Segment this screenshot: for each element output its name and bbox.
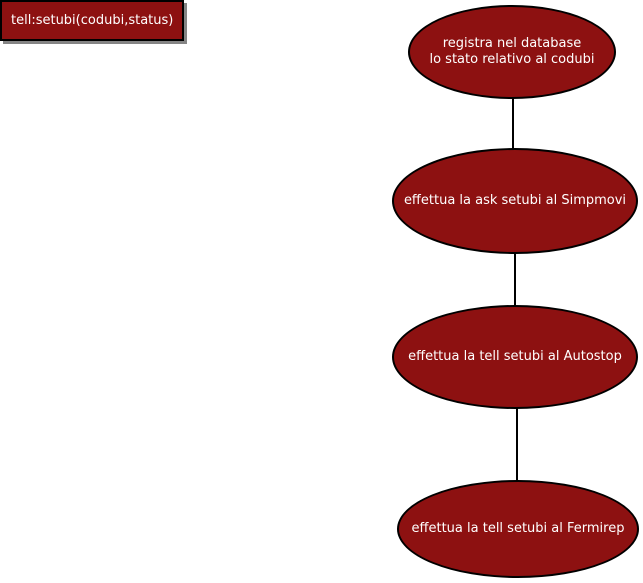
- edge-line-tell-autostop-to-tell-fermirep: [516, 405, 518, 483]
- node-ellipse-tell-setubi-fermirep: effettua la tell setubi al Fermirep: [397, 480, 639, 578]
- node-label-line: effettua la tell setubi al Autostop: [408, 349, 622, 364]
- node-ellipse-ask-setubi-simpmovi: effettua la ask setubi al Simpmovi: [392, 148, 638, 254]
- node-ellipse-registra-database: registra nel database lo stato relativo …: [408, 5, 616, 99]
- node-label-line: registra nel database: [442, 36, 582, 51]
- node-label-line: effettua la ask setubi al Simpmovi: [403, 193, 627, 208]
- node-label-line: effettua la tell setubi al Fermirep: [411, 521, 625, 536]
- edge-line-registra-to-ask: [512, 96, 514, 152]
- message-label: tell:setubi(codubi,status): [11, 13, 174, 28]
- message-label-box: tell:setubi(codubi,status): [0, 0, 184, 41]
- edge-line-ask-to-tell-autostop: [514, 250, 516, 308]
- node-ellipse-tell-setubi-autostop: effettua la tell setubi al Autostop: [392, 305, 638, 409]
- node-label-line: lo stato relativo al codubi: [429, 52, 595, 67]
